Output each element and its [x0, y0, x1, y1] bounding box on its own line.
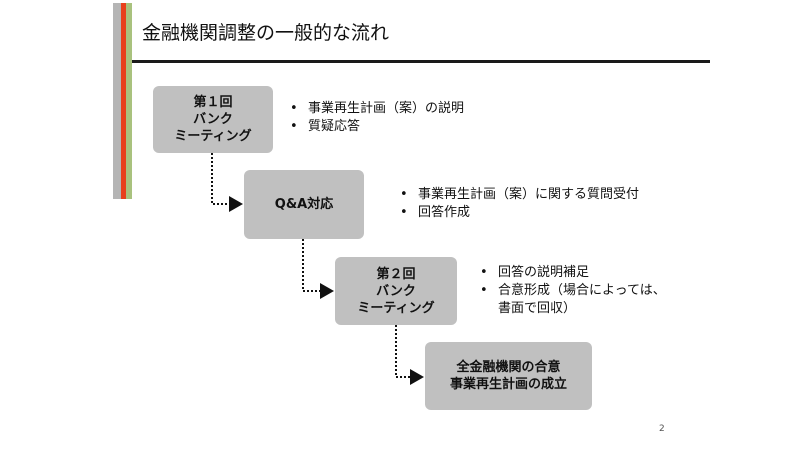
step-box-2: Q&A対応 — [244, 170, 364, 239]
bullet-item: 事業再生計画（案）に関する質問受付 — [398, 186, 639, 204]
bullet-item: 回答の説明補足 — [478, 264, 666, 282]
step-box-3: 第２回 バンク ミーティング — [335, 257, 457, 325]
accent-stripe-gray — [113, 3, 121, 199]
page-title: 金融機関調整の一般的な流れ — [142, 22, 390, 44]
accent-stripe-green — [126, 3, 132, 199]
step-1-label-line: バンク — [193, 112, 233, 127]
step-4-label-line: 事業再生計画の成立 — [449, 377, 567, 392]
step-3-label-line: 第２回 — [376, 266, 416, 282]
bullet-item: 合意形成（場合によっては、 書面で回収） — [478, 282, 666, 318]
page-number: 2 — [659, 424, 665, 434]
title-underline — [132, 60, 710, 63]
step-box-1: 第１回 バンク ミーティング — [153, 86, 273, 153]
connector-2-to-3 — [302, 239, 334, 299]
step-2-bullets: 事業再生計画（案）に関する質問受付 回答作成 — [398, 186, 639, 222]
step-1-label-line: 第１回 — [193, 95, 233, 110]
step-3-bullets: 回答の説明補足 合意形成（場合によっては、 書面で回収） — [478, 264, 666, 318]
step-4-label-line: 全金融機関の合意 — [456, 360, 561, 375]
bullet-item: 回答作成 — [398, 204, 639, 222]
connector-1-to-2 — [211, 153, 243, 212]
step-box-4: 全金融機関の合意 事業再生計画の成立 — [425, 342, 592, 410]
step-3-label-line: バンク — [376, 283, 416, 299]
bullet-item: 事業再生計画（案）の説明 — [288, 100, 464, 118]
accent-stripe-red — [121, 3, 126, 199]
bullet-item: 質疑応答 — [288, 118, 464, 136]
step-3-label-line: ミーティング — [357, 300, 435, 316]
step-1-label-line: ミーティング — [174, 129, 252, 144]
connector-3-to-4 — [395, 325, 424, 385]
step-1-bullets: 事業再生計画（案）の説明 質疑応答 — [288, 100, 464, 136]
step-2-label-line: Q&A対応 — [274, 197, 334, 212]
